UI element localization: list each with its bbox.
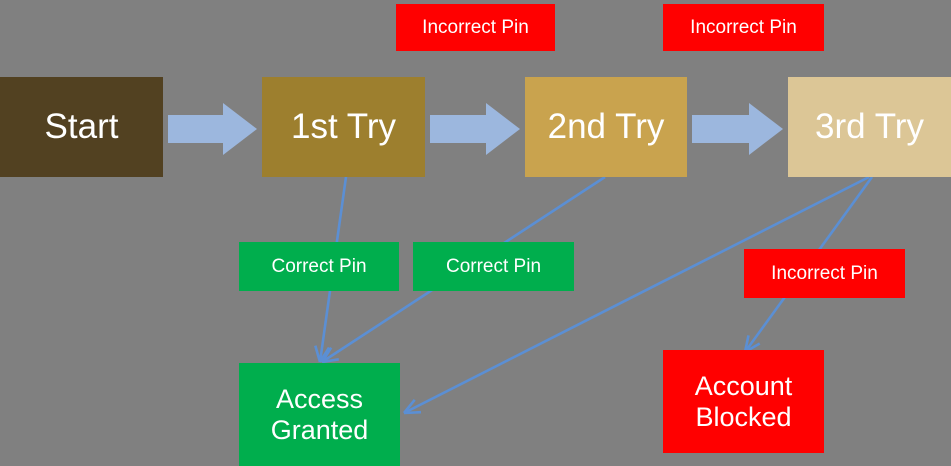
edge-label-incorrect-pin-3[interactable]: Incorrect Pin: [744, 249, 905, 298]
node-start[interactable]: Start: [0, 77, 163, 177]
edge-label-correct-pin-2[interactable]: Correct Pin: [413, 242, 574, 291]
node-try3[interactable]: 3rd Try: [788, 77, 951, 177]
edge-label-correct-pin-1[interactable]: Correct Pin: [239, 242, 399, 291]
edge-label-incorrect-pin-2[interactable]: Incorrect Pin: [663, 4, 824, 51]
block-arrow-try2-to-try3: [692, 103, 783, 155]
node-blocked[interactable]: Account Blocked: [663, 350, 824, 453]
block-arrow-start-to-try1: [168, 103, 257, 155]
block-arrow-try1-to-try2: [430, 103, 520, 155]
node-granted[interactable]: Access Granted: [239, 363, 400, 466]
edge-label-incorrect-pin-1[interactable]: Incorrect Pin: [396, 4, 555, 51]
node-try2[interactable]: 2nd Try: [525, 77, 687, 177]
node-try1[interactable]: 1st Try: [262, 77, 425, 177]
